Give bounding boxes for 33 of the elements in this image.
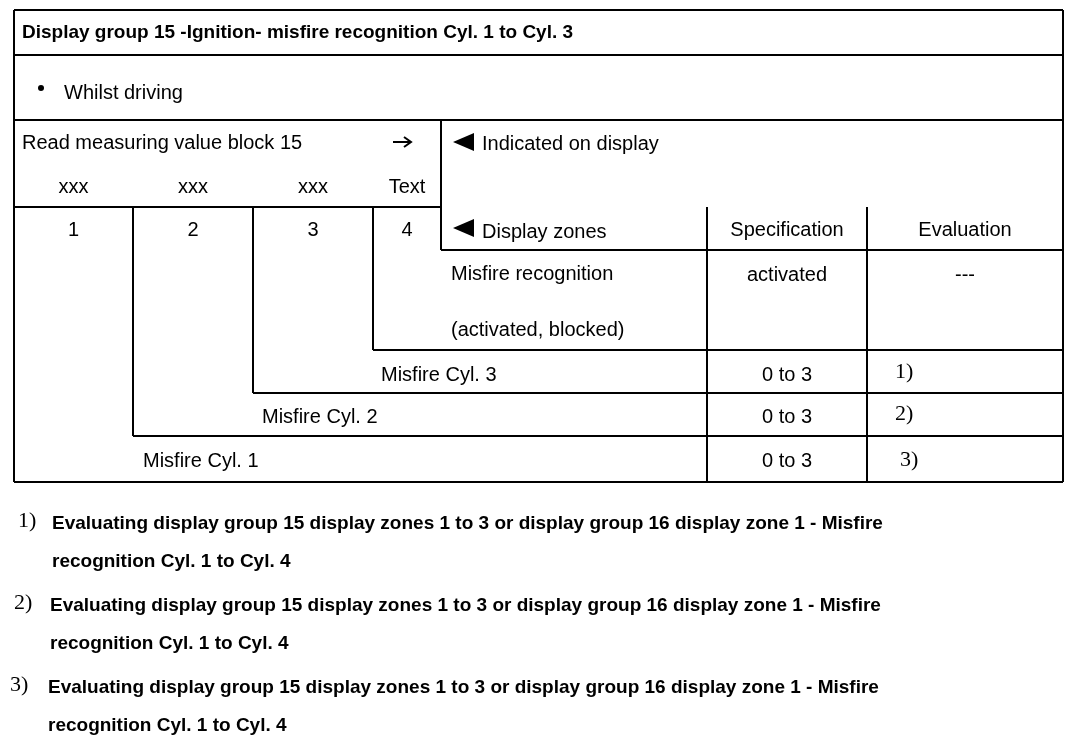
column-heading: Text xyxy=(387,174,427,198)
specification-value: 0 to 3 xyxy=(760,404,813,428)
table-title: Display group 15 -Ignition- misfire recognition Cyl. 1 to Cyl. 3 xyxy=(22,20,574,44)
specification-value: activated xyxy=(745,262,829,286)
footnote-text: Evaluating display group 15 display zones 1 to 3 or display group 16 display zone 1 - Misfire recognition Cyl. 1 to Cyl. 4 xyxy=(52,511,884,573)
footnote-text: Evaluating display group 15 display zones 1 to 3 or display group 16 display zone 1 - Misfire recognition Cyl. 1 to Cyl. 4 xyxy=(48,675,880,737)
footnote-mark: 3) xyxy=(10,672,29,696)
placeholder-text: xxx xyxy=(177,174,209,198)
zone-number: 4 xyxy=(400,217,414,241)
footnote-mark: 1) xyxy=(18,508,37,532)
condition-text: Whilst driving xyxy=(64,80,183,104)
column-heading: Read measuring value block 15 xyxy=(22,130,303,154)
footnote-mark: 3) xyxy=(900,447,919,471)
column-heading: Evaluation xyxy=(917,217,1013,241)
footnote-text: Evaluating display group 15 display zones 1 to 3 or display group 16 display zone 1 - Misfire recognition Cyl. 1 to Cyl. 4 xyxy=(50,593,882,655)
evaluation-value: --- xyxy=(954,262,976,286)
column-heading: Indicated on display xyxy=(482,131,659,155)
placeholder-text: xxx xyxy=(297,174,329,198)
zone-description: Misfire Cyl. 2 xyxy=(262,404,378,428)
zone-number: 1 xyxy=(66,217,81,241)
column-heading: Display zones xyxy=(482,219,607,243)
zone-description: Misfire Cyl. 3 xyxy=(381,362,497,386)
specification-value: 0 to 3 xyxy=(760,362,813,386)
zone-number: 2 xyxy=(186,217,200,241)
specification-value: 0 to 3 xyxy=(760,448,813,472)
footnote-mark: 2) xyxy=(14,590,33,614)
footnote-mark: 1) xyxy=(895,359,914,383)
zone-description: Misfire Cyl. 1 xyxy=(143,448,259,472)
footnote-mark: 2) xyxy=(895,401,914,425)
zone-number: 3 xyxy=(306,217,320,241)
column-heading: Specification xyxy=(729,217,845,241)
zone-description: Misfire recognition (activated, blocked) xyxy=(451,261,626,342)
placeholder-text: xxx xyxy=(57,174,90,198)
